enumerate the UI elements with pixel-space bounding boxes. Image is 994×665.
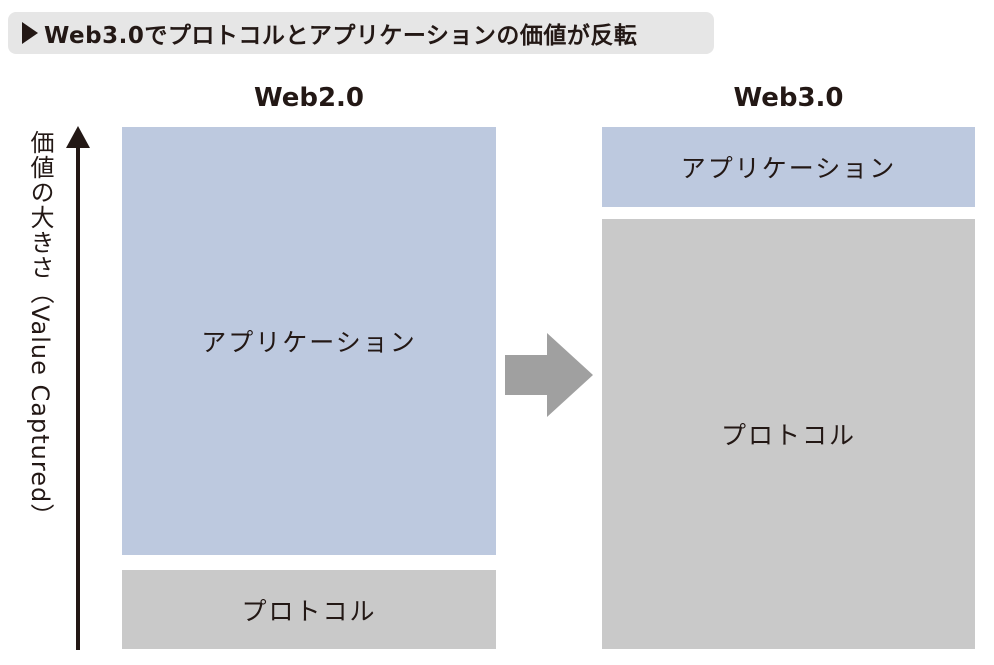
transition-arrow-icon bbox=[505, 333, 593, 417]
value-axis-label: 価値の大きさ（Value Captured） bbox=[26, 130, 54, 529]
up-arrow-icon bbox=[66, 126, 90, 148]
web2-application-label: アプリケーション bbox=[201, 328, 417, 357]
title-banner: Web3.0でプロトコルとアプリケーションの価値が反転 bbox=[8, 12, 714, 54]
web3-heading: Web3.0 bbox=[733, 83, 844, 113]
value-axis-line bbox=[76, 140, 80, 650]
diagram-title: Web3.0でプロトコルとアプリケーションの価値が反転 bbox=[44, 23, 638, 49]
web2-protocol-label: プロトコル bbox=[241, 596, 377, 626]
web2-heading: Web2.0 bbox=[253, 83, 365, 113]
web3-protocol-label: プロトコル bbox=[720, 421, 856, 450]
web3-application-block: アプリケーション bbox=[602, 127, 975, 207]
web3-application-label: アプリケーション bbox=[680, 154, 897, 183]
web2-protocol-block: プロトコル bbox=[122, 570, 496, 649]
web3-protocol-block: プロトコル bbox=[602, 219, 975, 649]
play-triangle-icon bbox=[22, 22, 38, 44]
web2-application-block: アプリケーション bbox=[122, 127, 496, 555]
